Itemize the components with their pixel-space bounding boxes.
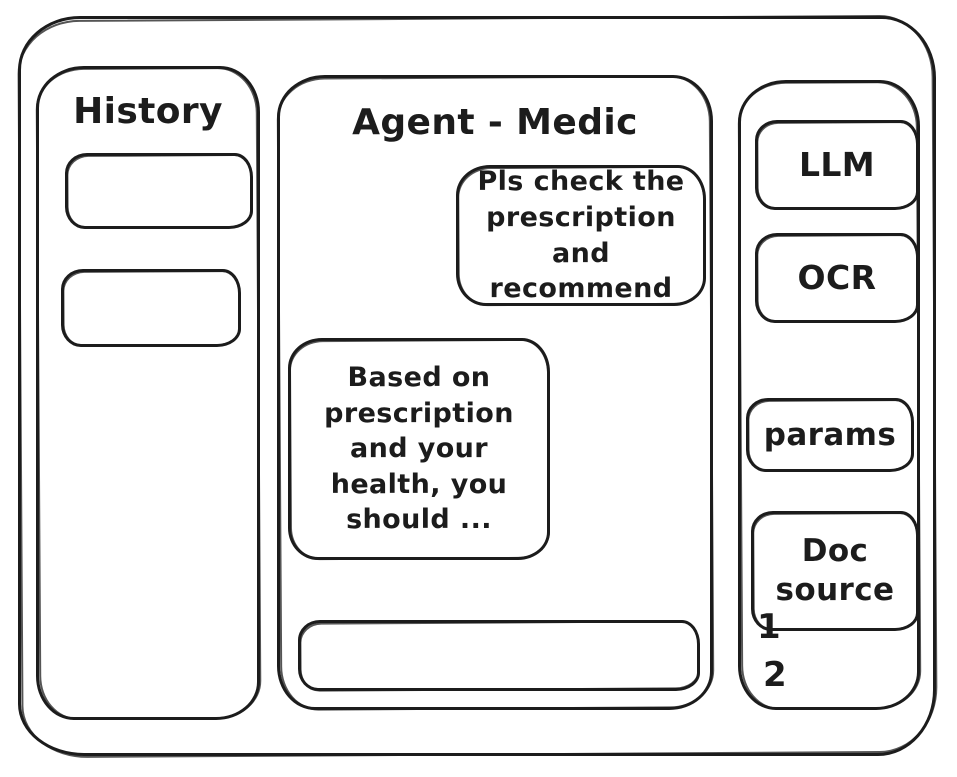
params-button[interactable]: params bbox=[746, 398, 914, 472]
history-item[interactable] bbox=[61, 269, 241, 347]
assistant-message-bubble: Based on prescription and your health, y… bbox=[288, 338, 550, 560]
chat-title: Agent - Medic bbox=[352, 102, 638, 143]
llm-button[interactable]: LLM bbox=[755, 120, 919, 210]
history-item[interactable] bbox=[65, 153, 253, 229]
doc-source-button[interactable]: Doc source bbox=[751, 511, 919, 631]
chat-input bbox=[298, 620, 700, 691]
ocr-button[interactable]: OCR bbox=[755, 233, 919, 323]
doc-source-item-2[interactable]: 2 bbox=[763, 655, 788, 695]
user-message-bubble: Pls check the prescription and recommend bbox=[456, 165, 706, 306]
tools-panel: LLM OCR params Doc source 1 2 bbox=[738, 80, 920, 710]
chat-input-field[interactable] bbox=[301, 623, 697, 688]
history-title: History bbox=[73, 91, 223, 132]
history-panel: History bbox=[36, 66, 260, 720]
chat-panel: Agent - Medic Pls check the prescription… bbox=[277, 75, 713, 710]
doc-source-item-1[interactable]: 1 bbox=[757, 607, 782, 647]
